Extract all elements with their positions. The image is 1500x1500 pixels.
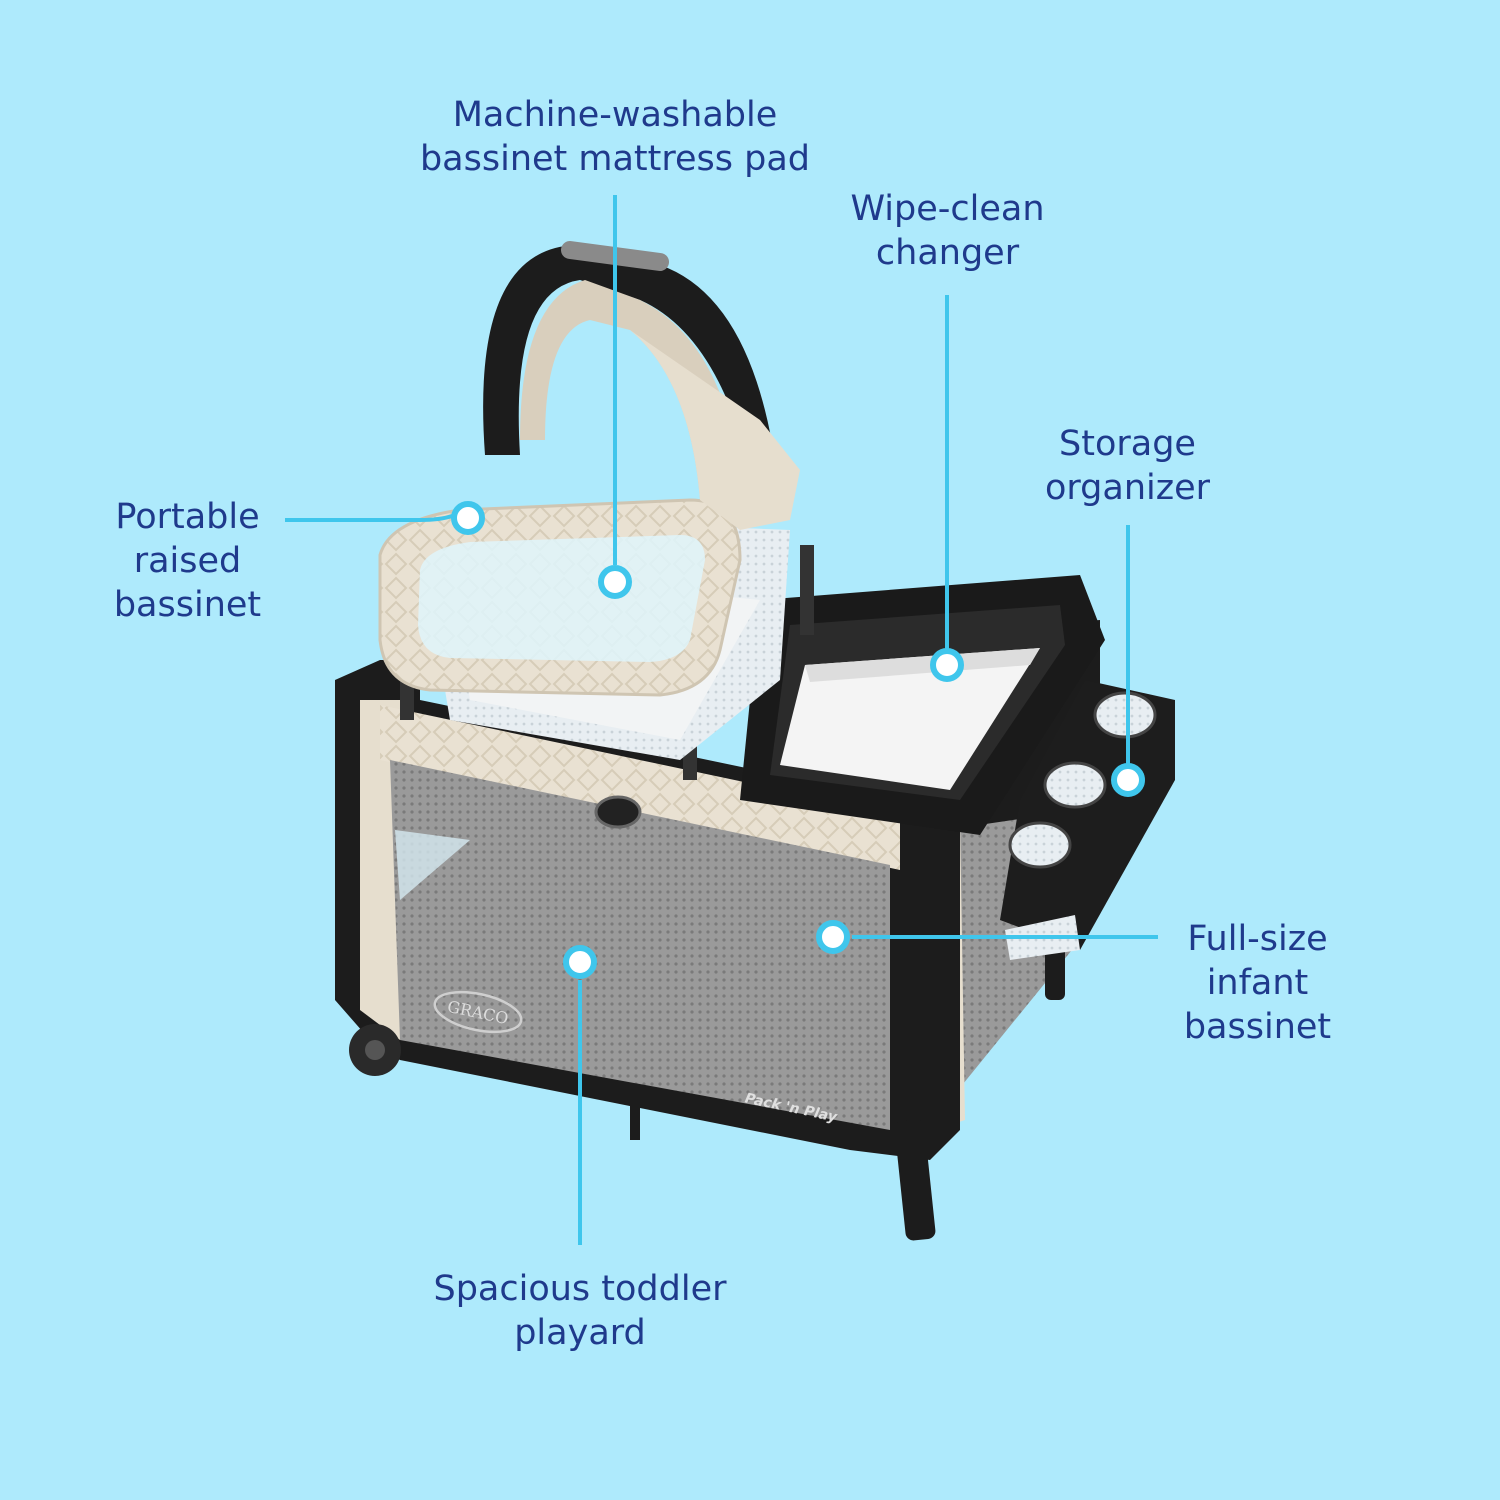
callout-raised-bassinet: Portable raised bassinet: [90, 495, 285, 627]
callout-dot-toddler-playard: [563, 945, 597, 979]
changer-table: [740, 575, 1105, 835]
callout-infant-bassinet-line3: bassinet: [1183, 1007, 1332, 1047]
callout-lines: [285, 195, 1158, 1245]
callout-dot-storage: [1111, 763, 1145, 797]
callout-toddler-playard-line1: Spacious toddler: [433, 1269, 727, 1309]
callout-changer-line2: changer: [875, 233, 1020, 273]
callout-mattress-pad: Machine-washable bassinet mattress pad: [390, 93, 840, 181]
callout-dot-mattress-pad: [598, 565, 632, 599]
callout-dot-infant-bassinet: [816, 920, 850, 954]
callout-infant-bassinet-line2: infant: [1206, 963, 1309, 1003]
callout-storage-line1: Storage: [1059, 424, 1196, 464]
callout-toddler-playard: Spacious toddler playard: [400, 1267, 760, 1355]
callout-toddler-playard-line2: playard: [514, 1313, 646, 1353]
callout-dot-changer: [930, 648, 964, 682]
callout-changer-line1: Wipe-clean: [850, 189, 1045, 229]
callout-storage: Storage organizer: [1020, 422, 1235, 510]
callout-raised-bassinet-line3: bassinet: [113, 585, 262, 625]
callout-infant-bassinet: Full-size infant bassinet: [1160, 917, 1355, 1049]
callout-dots: [451, 501, 1145, 979]
callout-infant-bassinet-line1: Full-size: [1187, 919, 1328, 959]
callout-storage-line2: organizer: [1044, 468, 1211, 508]
raised-bassinet: [378, 241, 814, 780]
callout-mattress-pad-line1: Machine-washable: [452, 95, 778, 135]
callout-raised-bassinet-line1: Portable: [115, 497, 260, 537]
callout-raised-bassinet-line2: raised: [133, 541, 242, 581]
callout-mattress-pad-line2: bassinet mattress pad: [419, 139, 811, 179]
callout-dot-raised-bassinet: [451, 501, 485, 535]
callout-changer: Wipe-clean changer: [820, 187, 1075, 275]
